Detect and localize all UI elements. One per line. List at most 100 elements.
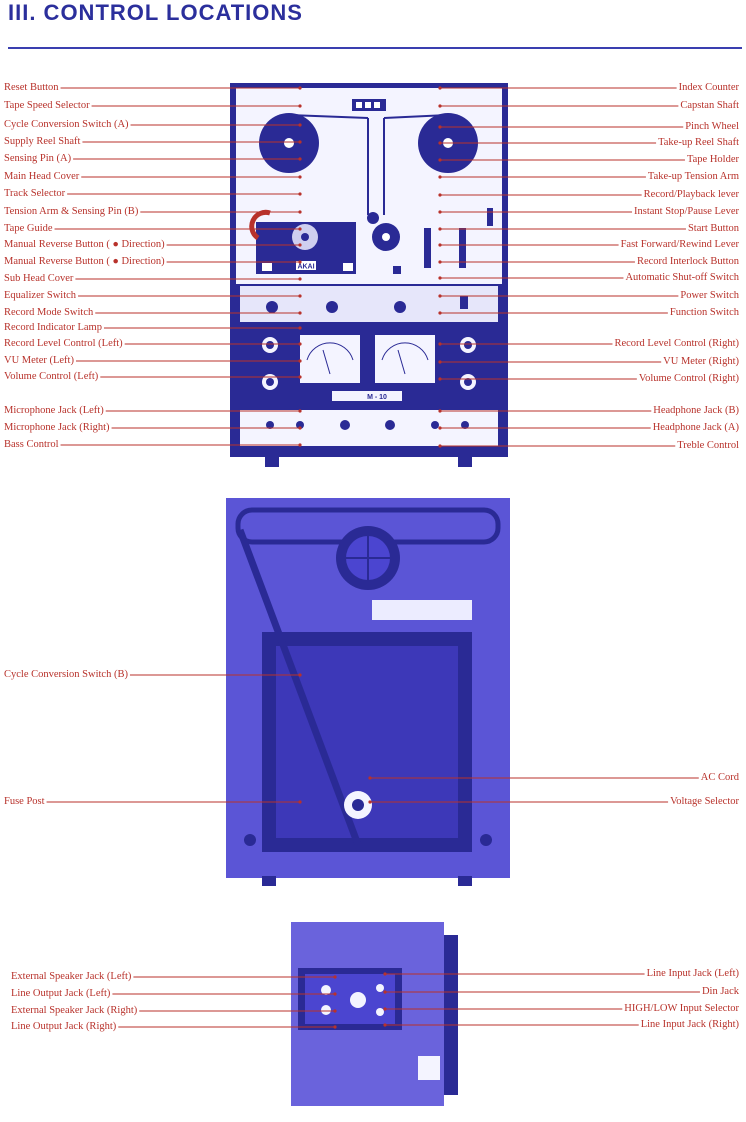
side-view-photo [291,922,458,1106]
leader-dot [383,1007,387,1011]
leader-dot [298,243,302,247]
label-start-button: Start Button [686,223,740,235]
leader-dot [368,800,372,804]
leader-dot [298,359,302,363]
label-din-jack: Din Jack [700,986,740,998]
label-tension-arm-sensing-pin-b: Tension Arm & Sensing Pin (B) [3,206,140,218]
leader-dot [383,972,387,976]
label-record-playback-lever: Record/Playback lever [642,189,740,201]
leader-dot [298,210,302,214]
leader-dot [438,210,442,214]
leader-dot [298,375,302,379]
label-cycle-conversion-switch-a: Cycle Conversion Switch (A) [3,119,130,131]
leader-dot [298,175,302,179]
label-treble-control: Treble Control [676,440,740,452]
leader-dot [298,409,302,413]
label-record-level-control-left: Record Level Control (Left) [3,338,124,350]
label-external-speaker-jack-left: External Speaker Jack (Left) [10,971,133,983]
label-microphone-jack-left: Microphone Jack (Left) [3,405,105,417]
leader-dot [298,192,302,196]
leader-dot [298,673,302,677]
leader-dot [298,157,302,161]
label-record-indicator-lamp: Record Indicator Lamp [3,322,103,334]
label-record-interlock-button: Record Interlock Button [635,256,740,268]
leader-dot [438,342,442,346]
leader-dot [438,444,442,448]
leader-dot [438,141,442,145]
leader-dot [438,276,442,280]
label-volume-control-right: Volume Control (Right) [637,373,740,385]
leader-dot [333,1009,337,1013]
leader-dot [438,409,442,413]
label-sensing-pin-a: Sensing Pin (A) [3,153,73,165]
model-badge: M - 10 [367,394,387,401]
leader-dot [438,377,442,381]
leader-dot [298,326,302,330]
label-manual-reverse-button-1: Manual Reverse Button ( ● Direction) [3,239,166,251]
leader-dot [438,86,442,90]
label-fast-forward-rewind-lever: Fast Forward/Rewind Lever [619,239,740,251]
front-view-photo: AKAI M - 10 [230,83,508,467]
label-vu-meter-left: VU Meter (Left) [3,355,75,367]
page-title: III. CONTROL LOCATIONS [8,0,303,25]
label-sub-head-cover: Sub Head Cover [3,273,75,285]
leader-dot [298,294,302,298]
label-cycle-conversion-switch-b: Cycle Conversion Switch (B) [3,669,129,681]
label-track-selector: Track Selector [3,188,67,200]
label-pinch-wheel: Pinch Wheel [684,121,740,133]
label-tape-holder: Tape Holder [685,154,740,166]
label-vu-meter-right: VU Meter (Right) [662,356,740,368]
leader-dot [438,193,442,197]
label-take-up-tension-arm: Take-up Tension Arm [646,171,740,183]
label-line-output-jack-left: Line Output Jack (Left) [10,988,112,1000]
leader-dot [438,243,442,247]
leader-dot [438,360,442,364]
leader-dot [438,260,442,264]
label-ac-cord: AC Cord [699,772,740,784]
label-line-input-jack-left: Line Input Jack (Left) [645,968,740,980]
label-volume-control-left: Volume Control (Left) [3,371,100,383]
leader-dot [298,123,302,127]
label-external-speaker-jack-right: External Speaker Jack (Right) [10,1005,139,1017]
label-microphone-jack-right: Microphone Jack (Right) [3,422,111,434]
title-divider [8,47,742,49]
rear-view-photo [226,498,510,886]
label-headphone-jack-a: Headphone Jack (A) [651,422,740,434]
leader-dot [368,776,372,780]
label-take-up-reel-shaft: Take-up Reel Shaft [657,137,740,149]
label-record-mode-switch: Record Mode Switch [3,307,95,319]
leader-dot [438,175,442,179]
leader-dot [298,800,302,804]
label-line-output-jack-right: Line Output Jack (Right) [10,1021,118,1033]
leader-dot [383,990,387,994]
label-function-switch: Function Switch [668,307,740,319]
label-bass-control: Bass Control [3,439,60,451]
label-record-level-control-right: Record Level Control (Right) [613,338,740,350]
label-automatic-shut-off-switch: Automatic Shut-off Switch [624,272,740,284]
leader-dot [298,311,302,315]
leader-dot [438,125,442,129]
label-index-counter: Index Counter [677,82,740,94]
leader-dot [298,342,302,346]
leader-dot [298,426,302,430]
leader-dot [438,426,442,430]
label-voltage-selector: Voltage Selector [669,796,740,808]
leader-dot [298,277,302,281]
label-line-input-jack-right: Line Input Jack (Right) [639,1019,740,1031]
label-equalizer-switch: Equalizer Switch [3,290,78,302]
leader-dot [438,311,442,315]
leader-dot [298,260,302,264]
leader-dot [333,992,337,996]
leader-dot [383,1023,387,1027]
leader-dot [298,443,302,447]
label-high-low-input-selector: HIGH/LOW Input Selector [623,1003,740,1015]
leader-dot [333,1025,337,1029]
label-tape-speed-selector: Tape Speed Selector [3,100,91,112]
label-power-switch: Power Switch [679,290,740,302]
label-supply-reel-shaft: Supply Reel Shaft [3,136,82,148]
label-capstan-shaft: Capstan Shaft [679,100,740,112]
label-fuse-post: Fuse Post [3,796,46,808]
brand-logo: AKAI [297,264,314,271]
leader-dot [438,158,442,162]
